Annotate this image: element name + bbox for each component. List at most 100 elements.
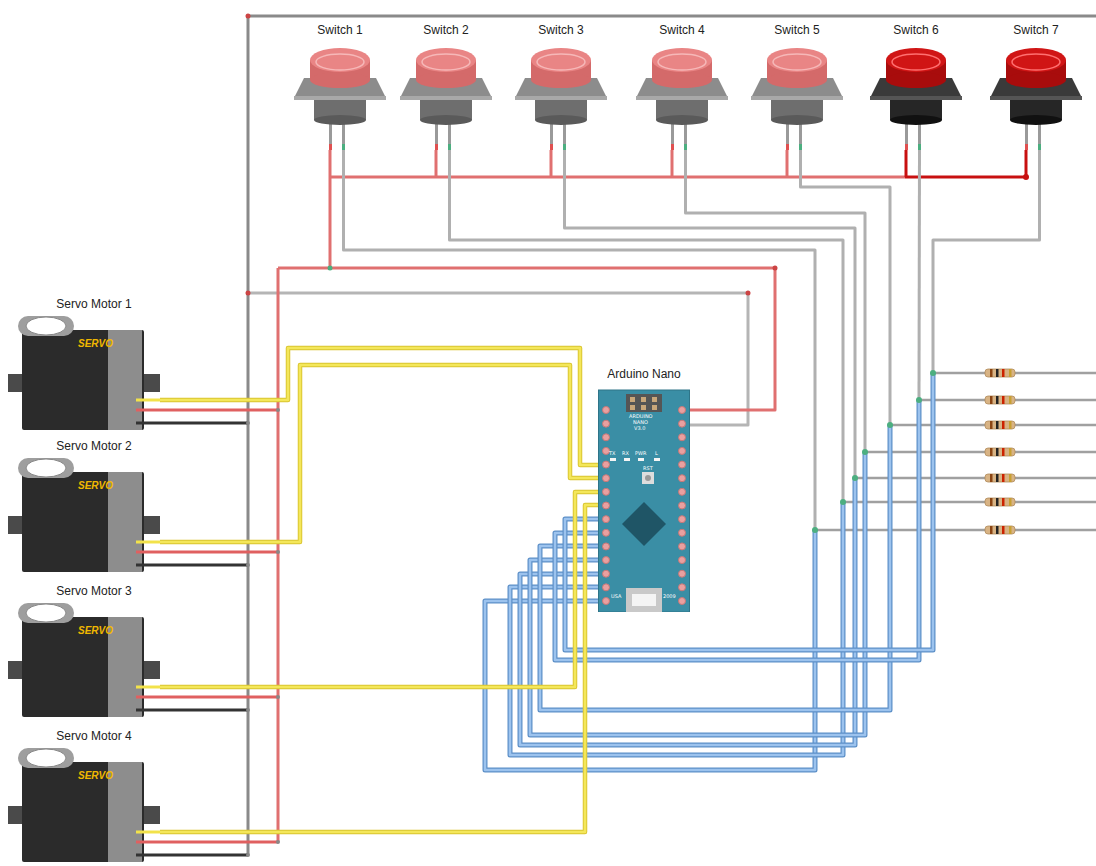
wire-segment: [918, 150, 922, 400]
junction-dot: [246, 14, 251, 19]
resistor-lead: [933, 372, 985, 375]
header-pin: [603, 488, 610, 495]
icsp-pin: [641, 405, 646, 410]
resistor-body: [985, 474, 1015, 482]
resistor-band: [990, 396, 993, 404]
power-wire: [330, 176, 905, 179]
push-button: Switch 6: [868, 22, 964, 150]
wire-segment: [933, 150, 1040, 373]
power-wire: [786, 150, 789, 177]
brand-mark: SERVO: [78, 625, 113, 637]
servo-ground-lead: [136, 709, 160, 712]
push-button: Switch 5: [749, 22, 845, 150]
switch-cap-ring: [658, 54, 706, 70]
switch-cap: [310, 72, 370, 88]
shape-outline: [8, 728, 160, 864]
header-pin: [603, 434, 610, 441]
pin-tip: [342, 144, 345, 150]
header-pin: [603, 502, 610, 509]
junction-dot: [246, 708, 250, 712]
push-button: Switch 7: [988, 22, 1084, 150]
arduino-board: Arduino Nano: [598, 366, 690, 612]
led: [638, 458, 644, 461]
board-outline: [599, 390, 690, 612]
servo-body: [22, 472, 144, 572]
power-wire: [550, 150, 553, 177]
header-pin: [679, 407, 686, 414]
switch-cap: [886, 72, 946, 88]
resistor-band: [1009, 421, 1012, 429]
junction-dot: [1023, 174, 1029, 180]
resistor-band: [996, 396, 999, 404]
resistor-band: [1009, 526, 1012, 534]
wire-segment: [530, 452, 865, 735]
servo-flange: [142, 806, 160, 824]
servo-power-wire: [160, 841, 278, 844]
part-name: Switch 5: [749, 22, 845, 38]
resistor-band: [1002, 448, 1005, 456]
signal-wire: [160, 365, 598, 542]
resistor-band: [1002, 369, 1005, 377]
switch-cap: [416, 48, 476, 72]
resistor-lead: [1015, 451, 1096, 454]
pin-tip: [563, 144, 566, 150]
wire-segment: [686, 150, 866, 452]
header-pin: [603, 598, 610, 605]
switch-cap: [1006, 48, 1066, 72]
resistor-band: [990, 421, 993, 429]
resistor-body: [985, 421, 1015, 429]
resistor-lead: [1015, 399, 1096, 402]
pin-tip: [329, 144, 332, 150]
header-pin: [679, 598, 686, 605]
part-name: Switch 1: [292, 22, 388, 38]
switch-cap: [886, 48, 946, 72]
pin-tip: [786, 144, 789, 150]
resistor-symbol: [985, 448, 1015, 456]
led: [624, 458, 630, 461]
resistor-band: [1002, 396, 1005, 404]
resistor-lead: [865, 451, 985, 454]
signal-wire: [160, 505, 598, 832]
header-pin: [679, 502, 686, 509]
switch-cap: [652, 48, 712, 72]
resistor-band: [1002, 421, 1005, 429]
servo-flange: [8, 806, 24, 824]
servo-power-wire: [160, 696, 278, 699]
part-name: Switch 4: [634, 22, 730, 38]
part-name: Servo Motor 4: [8, 728, 160, 744]
resistor-band: [996, 448, 999, 456]
shape-outline: [8, 438, 160, 574]
resistor-symbol: [985, 474, 1015, 482]
usb-port: [626, 588, 662, 612]
switch-body: [535, 115, 587, 125]
push-button: Switch 2: [398, 22, 494, 150]
servo-signal-lead: [136, 686, 160, 689]
power-wire: [277, 268, 280, 842]
resistor-band: [1009, 396, 1012, 404]
wire-segment: [540, 425, 890, 710]
resistor-band: [996, 369, 999, 377]
header-pin: [679, 447, 686, 454]
pin-tip: [671, 144, 674, 150]
resistor-symbol: [985, 396, 1015, 404]
pin-tip: [448, 144, 451, 150]
resistor-band: [1009, 474, 1012, 482]
header-pin: [679, 529, 686, 536]
resistor-symbol: [985, 498, 1015, 506]
wire-segment: [160, 365, 598, 542]
shape-outline: [8, 583, 160, 719]
wire-segment: [160, 505, 598, 832]
part-name: Switch 3: [513, 22, 609, 38]
resistor-lead: [1015, 529, 1096, 532]
servo-motor: Servo Motor 4SERVO: [8, 728, 160, 864]
power-wire: [329, 177, 332, 268]
servo-body: [22, 762, 144, 862]
servo-flange: [142, 661, 160, 679]
switch-flange: [870, 96, 962, 100]
resistor-band: [990, 474, 993, 482]
servo-horn: [26, 749, 66, 767]
header-pin: [679, 543, 686, 550]
part-name: Switch 6: [868, 22, 964, 38]
header-pin: [603, 543, 610, 550]
